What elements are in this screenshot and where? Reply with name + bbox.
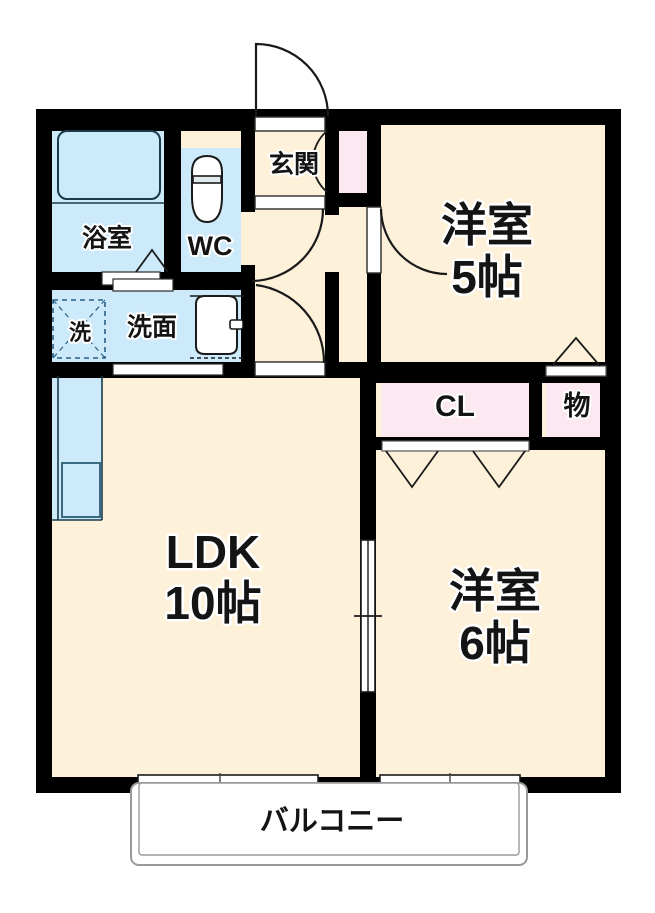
label-storage: 物 (564, 391, 591, 421)
closet-fills (336, 126, 606, 441)
storage-door-band[interactable] (545, 365, 607, 377)
label-bedroom5: 洋室 (441, 199, 533, 251)
genkan-inner-door-swing-icon (311, 130, 328, 193)
fixtures (52, 130, 244, 521)
room-labels: LDK 10帖 洋室 5帖 洋室 6帖 浴室 WC 洗面 洗 玄関 CL 物 バ… (67, 148, 593, 840)
label-bedroom5-size: 5帖 (451, 251, 523, 303)
label-wc: WC (188, 231, 233, 261)
kitchen-counter-icon (52, 376, 103, 521)
washing-machine-pan-icon (52, 299, 106, 359)
wall-genkan-right (325, 117, 339, 207)
bath-door-marker (135, 248, 169, 273)
label-washroom: 洗面 (127, 314, 177, 342)
wall-hall-right-top (325, 207, 339, 215)
ldk-bedroom6-sliding-door[interactable] (354, 539, 382, 693)
label-cl: CL (435, 390, 475, 423)
hall-upper-door-swing-icon (251, 208, 325, 283)
cl-closet-fill (382, 379, 529, 441)
cl-door-marker-right (472, 450, 526, 489)
hall-upper-door-opening[interactable] (254, 195, 326, 210)
toilet-tank-line (192, 175, 222, 184)
storage-fill (546, 379, 606, 441)
exterior-wall-outline (36, 109, 621, 793)
wall-washroom-right (241, 290, 255, 376)
washroom-ldk-opening[interactable] (112, 363, 224, 376)
vanity-faucet-icon (229, 319, 244, 330)
bedroom5-door-swing-icon (379, 208, 448, 276)
shoe-closet-fill (336, 126, 370, 198)
entrance-door-opening[interactable] (254, 116, 326, 132)
label-genkan: 玄関 (269, 150, 319, 179)
wall-storage-right (600, 370, 613, 450)
hall-lower-door-opening[interactable] (254, 361, 326, 377)
label-ldk: LDK (166, 526, 261, 578)
kitchen-sink-icon (61, 462, 101, 518)
cl-door-band[interactable] (381, 440, 530, 452)
balcony-inner-outline (138, 782, 520, 856)
wall-shoebox-right (367, 117, 381, 207)
label-washer: 洗 (69, 320, 91, 345)
door-openings (101, 116, 607, 452)
storage-door-marker (551, 336, 601, 367)
label-bathroom: 浴室 (82, 224, 132, 253)
wall-hall-right (325, 272, 339, 376)
entrance-door-swing-icon (254, 42, 330, 117)
label-balcony: バルコニー (260, 806, 404, 838)
toilet-icon (191, 154, 223, 224)
cl-door-marker-left (385, 450, 439, 489)
wall-wc-right-upper (241, 117, 255, 212)
folding-door-markers (135, 248, 601, 489)
label-bedroom6: 洋室 (449, 565, 541, 617)
label-ldk-size: 10帖 (164, 577, 261, 629)
wall-storage-bottom (536, 437, 613, 450)
wall-cl-top (374, 370, 536, 383)
washroom-door-opening[interactable] (112, 278, 174, 292)
label-bedroom6-size: 6帖 (459, 617, 531, 669)
hall-lower-door-swing-icon (255, 283, 326, 364)
wall-bath-wc (164, 117, 181, 280)
door-swings (251, 42, 448, 364)
balcony-area (130, 782, 528, 866)
vanity-sink-icon (195, 295, 244, 355)
outer-walls (36, 109, 621, 793)
wall-cl-right (529, 370, 542, 450)
bathtub-icon (57, 130, 161, 200)
bedroom5-door-opening[interactable] (366, 206, 382, 274)
